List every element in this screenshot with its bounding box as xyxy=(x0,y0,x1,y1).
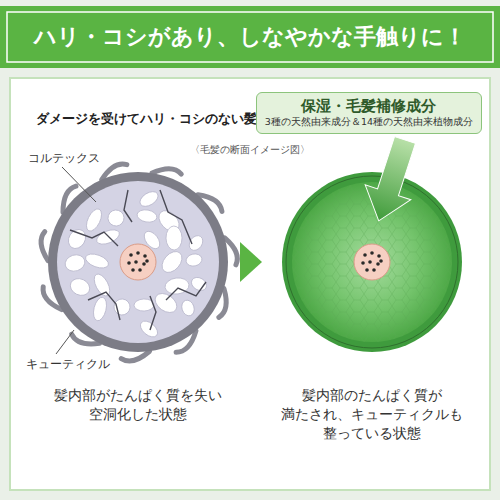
figure-note: 〈毛髪の断面イメージ図〉 xyxy=(150,144,350,157)
medulla-dot xyxy=(134,260,138,264)
hollow-space xyxy=(185,252,203,267)
medulla-dot xyxy=(138,268,142,272)
cortex xyxy=(57,181,219,343)
hollow-spaces xyxy=(63,189,209,340)
cracks xyxy=(70,190,206,330)
hollow-space xyxy=(137,318,160,340)
cortex xyxy=(292,182,452,342)
hollow-space xyxy=(189,275,209,293)
hollow-space xyxy=(158,248,186,277)
cuticle-scale xyxy=(41,232,48,261)
part-name: キューティクル xyxy=(26,356,146,372)
medulla-dot xyxy=(142,262,146,266)
medulla xyxy=(120,244,156,280)
state-caption: 髪内部がたんぱく質を失い 空洞化した状態 xyxy=(38,386,238,424)
content-panel xyxy=(10,78,490,490)
title-heading: ハリ・コシがあり、しなやかな手触りに！ xyxy=(8,12,492,62)
hollow-space xyxy=(63,252,87,273)
medulla-dots xyxy=(127,251,149,272)
cuticle-ring xyxy=(48,172,228,352)
medulla-dot xyxy=(136,251,140,255)
hollow-space xyxy=(68,276,93,299)
ingredient-box: 保湿・毛髪補修成分3種の天然由来成分＆14種の天然由来植物成分 xyxy=(256,92,482,134)
medulla-dot xyxy=(376,262,380,266)
leader-line xyxy=(56,330,74,354)
hollow-space xyxy=(84,251,111,270)
medulla xyxy=(354,244,390,280)
medulla-dot xyxy=(370,251,374,255)
hollow-space xyxy=(137,189,160,210)
leader-line xyxy=(62,167,96,202)
ingredient-arrow xyxy=(356,133,428,229)
cortex-texture xyxy=(292,182,452,342)
hollow-space xyxy=(83,207,104,234)
hollow-space xyxy=(111,296,134,319)
hollow-space xyxy=(65,226,89,251)
medulla-dot xyxy=(368,260,372,264)
hollow-space xyxy=(180,299,196,318)
medulla-dot xyxy=(377,254,381,258)
medulla-dots xyxy=(361,251,383,272)
cuticle-scale xyxy=(121,351,149,361)
medulla-dot xyxy=(372,268,376,272)
hollow-space xyxy=(166,226,182,250)
medulla-dot xyxy=(379,259,383,263)
damaged-hair-section xyxy=(41,164,237,361)
box-subtext: 3種の天然由来成分＆14種の天然由来植物成分 xyxy=(265,116,473,129)
medulla-dot xyxy=(129,253,133,257)
medulla-dot xyxy=(361,261,365,265)
medulla-dot xyxy=(365,268,369,272)
hollow-space xyxy=(95,227,122,247)
hollow-space xyxy=(136,208,158,223)
hollow-space xyxy=(164,277,190,296)
banner-frame xyxy=(7,12,493,62)
state-caption: 髪内部のたんぱく質が 満たされ、キューティクルも 整っている状態 xyxy=(272,386,472,443)
cuticle-scales xyxy=(41,164,237,361)
medulla-dot xyxy=(143,254,147,258)
medulla-dot xyxy=(363,253,367,257)
medulla-dot xyxy=(127,261,131,265)
part-name: コルテックス xyxy=(28,150,138,166)
hollow-space xyxy=(91,296,108,322)
title-banner xyxy=(0,6,500,68)
cuticle-scale xyxy=(152,169,181,174)
medulla-dot xyxy=(145,259,149,263)
medulla-dot xyxy=(131,268,135,272)
box-heading: 保湿・毛髪補修成分 xyxy=(265,96,473,116)
transition-arrow xyxy=(240,242,262,282)
